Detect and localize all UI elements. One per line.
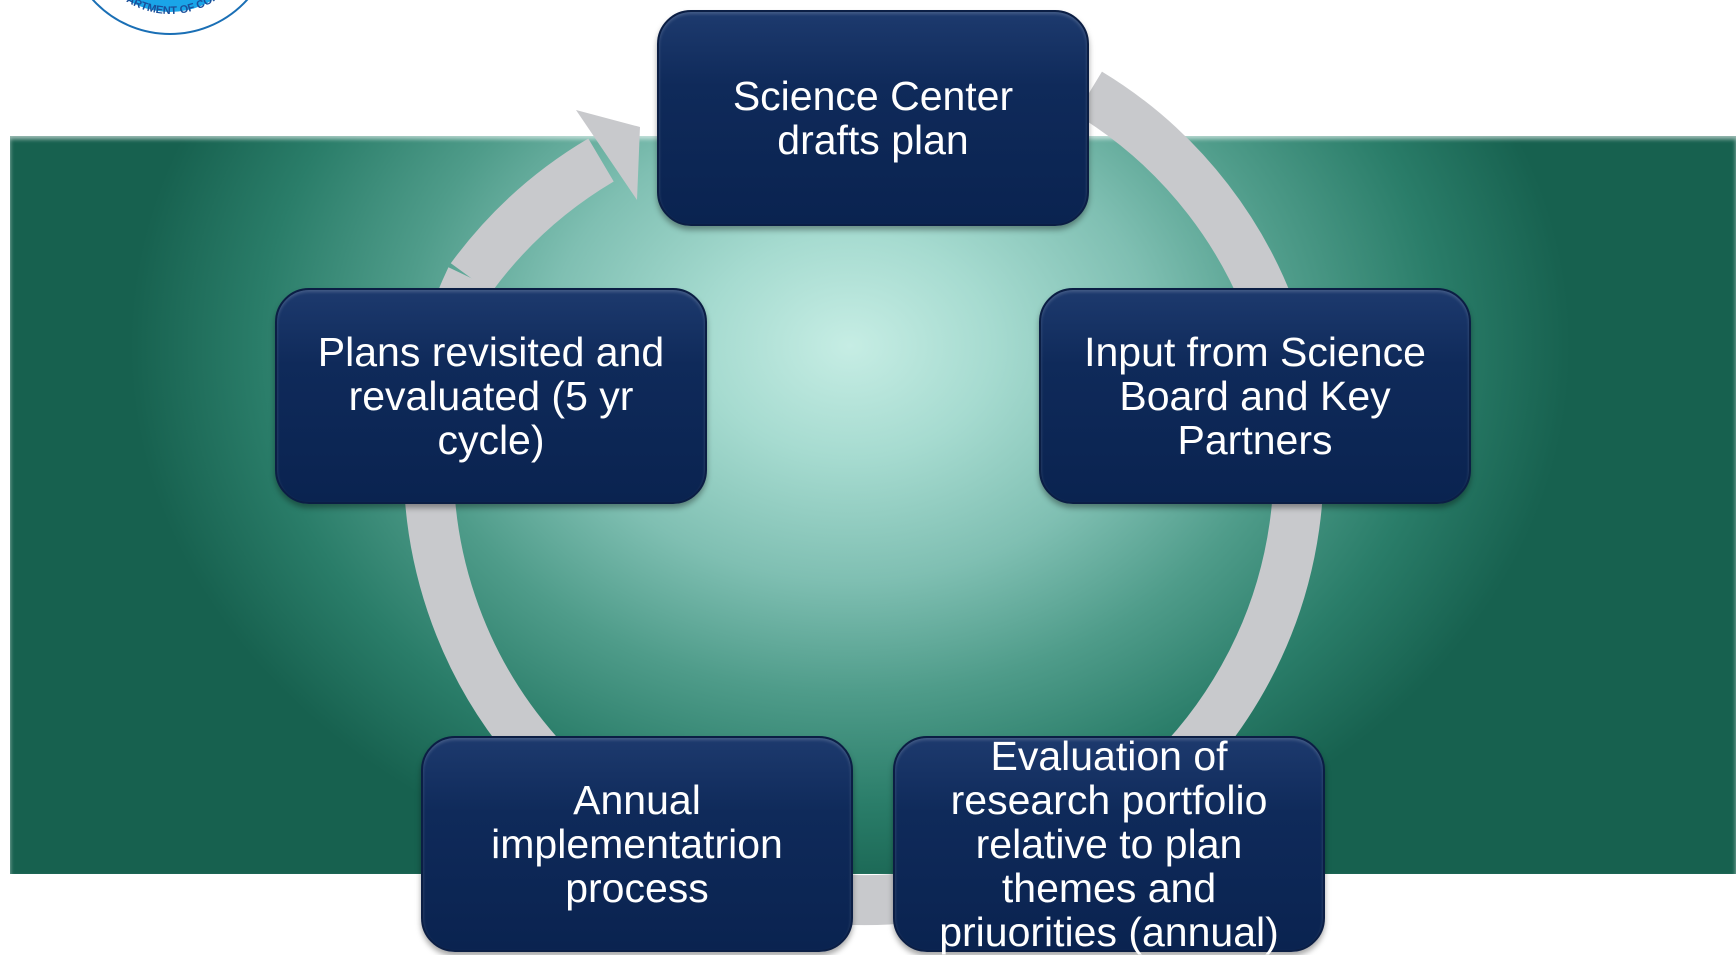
step-science-center-drafts-plan: Science Center drafts plan (657, 10, 1089, 226)
background-panel (10, 136, 1736, 874)
cycle-arrowhead-icon (576, 110, 640, 200)
step-plans-revisited: Plans revisited and revaluated (5 yr cyc… (275, 288, 707, 504)
step-annual-implementation-process: Annual implementatrion process (421, 736, 853, 952)
cycle-ring-arc-top-left (450, 138, 614, 293)
step-evaluation-of-research-portfolio: Evaluation of research portfolio relativ… (893, 733, 1325, 955)
step-label: Science Center drafts plan (732, 73, 1014, 163)
step-label: Input from Science Board and Key Partner… (1084, 329, 1426, 463)
step-label: Annual implementatrion process (491, 777, 783, 911)
step-label: Plans revisited and revaluated (5 yr cyc… (317, 329, 665, 463)
step-input-from-science-board: Input from Science Board and Key Partner… (1039, 288, 1471, 504)
step-label: Evaluation of research portfolio relativ… (939, 733, 1279, 955)
agency-seal-logo: U.S. DEPARTMENT OF COMMERCE (91, 0, 249, 35)
